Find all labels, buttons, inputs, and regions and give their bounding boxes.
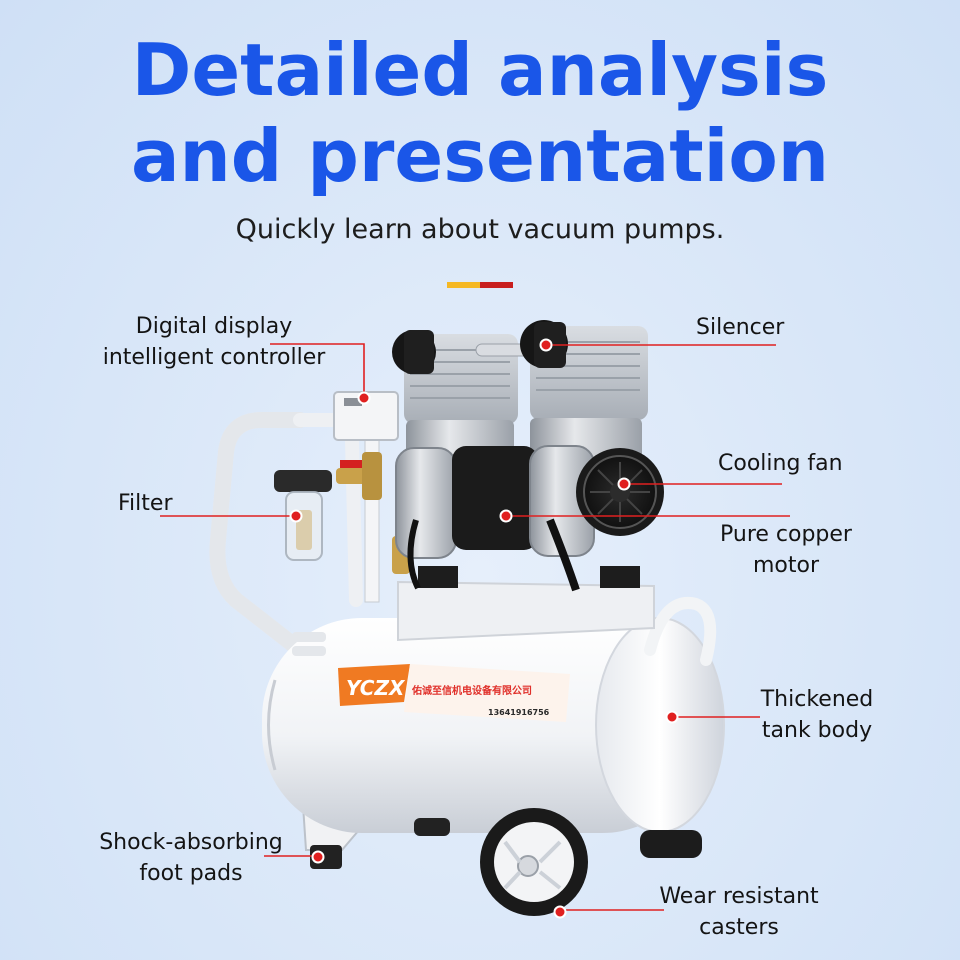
- callout-copper-motor: Pure copper motor: [712, 519, 860, 581]
- rear-wheel: [640, 830, 702, 858]
- callout-display-line1: Digital display: [135, 314, 293, 339]
- tank-company-text: 佑诚至信机电设备有限公司: [411, 684, 532, 697]
- tank-body: [262, 597, 725, 833]
- callout-display-line2: intelligent controller: [102, 345, 326, 370]
- tank-label: [338, 664, 570, 722]
- title-divider: [447, 282, 513, 288]
- rear-foot-pad: [414, 818, 450, 836]
- callout-filter: Filter: [118, 488, 172, 519]
- callout-filter-text: Filter: [118, 491, 173, 516]
- mounting-base: [397, 566, 655, 642]
- callout-cooling-fan-text: Cooling fan: [718, 451, 843, 476]
- tank-phone-text: 13641916756: [488, 708, 550, 717]
- callout-motor-line2: motor: [752, 553, 820, 578]
- callout-tank-line2: tank body: [761, 718, 873, 743]
- callout-silencer: Silencer: [696, 312, 784, 343]
- callout-cooling-fan: Cooling fan: [718, 448, 843, 479]
- page-subtitle: Quickly learn about vacuum pumps.: [235, 214, 725, 245]
- caster-wheel: [480, 808, 588, 916]
- callout-silencer-text: Silencer: [696, 315, 785, 340]
- callout-casters-line1: Wear resistant: [659, 884, 819, 909]
- callout-shock-pads: Shock-absorbing foot pads: [96, 827, 286, 889]
- page-title-line1: Detailed analysis: [131, 28, 829, 112]
- pump-assembly: [392, 320, 664, 592]
- callout-tank-line1: Thickened: [760, 687, 874, 712]
- callout-shock-line2: foot pads: [139, 861, 243, 886]
- filter: [274, 470, 332, 561]
- callout-shock-line1: Shock-absorbing: [99, 830, 283, 855]
- callout-casters-line2: casters: [699, 915, 779, 940]
- callout-casters: Wear resistant casters: [654, 881, 824, 943]
- callout-lines: [160, 343, 790, 911]
- page-title-line2: and presentation: [130, 114, 830, 198]
- callout-motor-line1: Pure copper: [720, 522, 852, 547]
- callout-tank-body: Thickened tank body: [752, 684, 882, 746]
- callout-dots: [289, 338, 679, 919]
- callout-digital-display: Digital display intelligent controller: [80, 311, 348, 373]
- tank-brand-text: YCZX: [346, 676, 406, 700]
